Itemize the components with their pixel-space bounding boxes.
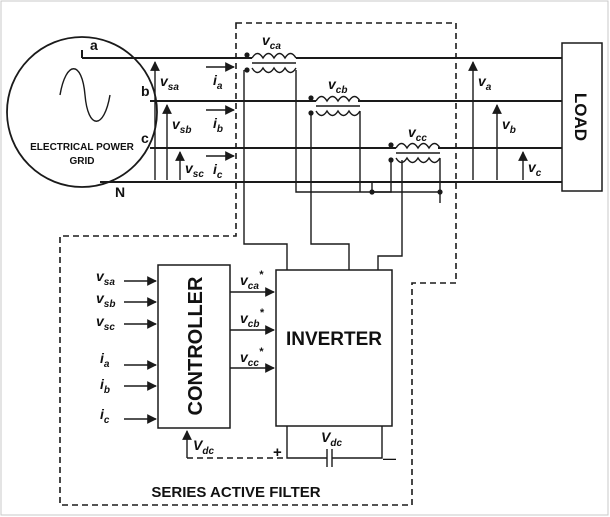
va-arrow: va bbox=[468, 61, 492, 180]
ic-arrow: ic bbox=[206, 151, 235, 181]
series-active-filter-label: SERIES ACTIVE FILTER bbox=[151, 484, 320, 501]
vc-label: vc bbox=[528, 159, 542, 179]
ctrl-input-ic: ic bbox=[100, 406, 110, 426]
vca-label: vca bbox=[262, 32, 281, 52]
vsa-label: vsa bbox=[160, 73, 179, 93]
vdc-label: Vdc bbox=[321, 429, 342, 449]
vsc-arrow: vsc bbox=[175, 151, 204, 180]
phase-c-label: c bbox=[141, 130, 149, 146]
controller-label: CONTROLLER bbox=[185, 276, 207, 415]
phase-a-label: a bbox=[90, 37, 98, 53]
ctrl-input-vsa: vsa bbox=[96, 268, 115, 288]
ctrl-output-vcb: vcb* bbox=[240, 307, 264, 330]
controller-outputs: vca* vcb* vcc* bbox=[230, 269, 275, 373]
transformer-a: vca bbox=[244, 32, 297, 74]
vsa-arrow: vsa bbox=[150, 61, 179, 180]
controller-inputs: vsa vsb vsc ia ib ic bbox=[96, 268, 157, 426]
vb-label: vb bbox=[502, 116, 516, 136]
ib-arrow: ib bbox=[206, 105, 235, 135]
ctrl-input-vsc: vsc bbox=[96, 313, 115, 333]
ib-label: ib bbox=[213, 115, 223, 135]
vsb-label: vsb bbox=[172, 116, 191, 136]
power-grid-source: ELECTRICAL POWER GRID bbox=[6, 36, 158, 188]
vcc-label: vcc bbox=[408, 124, 427, 144]
va-label: va bbox=[478, 73, 492, 93]
ctrl-input-vsb: vsb bbox=[96, 290, 115, 310]
load-box: LOAD bbox=[561, 42, 603, 192]
dc-plus-label: + bbox=[273, 444, 282, 461]
vdc-feedback: Vdc bbox=[182, 430, 287, 459]
ctrl-output-vca: vca* bbox=[240, 269, 264, 292]
filter-boundary bbox=[59, 22, 457, 506]
vcb-label: vcb bbox=[328, 76, 347, 96]
ic-label: ic bbox=[213, 161, 223, 181]
ctrl-input-ia: ia bbox=[100, 350, 110, 370]
vb-arrow: vb bbox=[492, 104, 516, 180]
vsb-arrow: vsb bbox=[162, 104, 191, 180]
vc-arrow: vc bbox=[518, 151, 542, 180]
controller-box: CONTROLLER bbox=[157, 264, 231, 429]
ia-label: ia bbox=[213, 72, 223, 92]
vsc-label: vsc bbox=[185, 160, 204, 180]
dc-link: + — Vdc bbox=[273, 426, 396, 467]
inverter-label: INVERTER bbox=[286, 329, 382, 350]
grid-label-line1: ELECTRICAL POWER bbox=[30, 142, 134, 153]
ctrl-input-ib: ib bbox=[100, 376, 110, 396]
transformer-c: vcc bbox=[388, 124, 441, 164]
phase-a-wire bbox=[81, 50, 588, 59]
inverter-box: INVERTER bbox=[275, 269, 393, 427]
ia-arrow: ia bbox=[206, 62, 235, 92]
sine-wave-icon bbox=[59, 68, 111, 122]
load-label: LOAD bbox=[571, 93, 590, 141]
neutral-label: N bbox=[115, 184, 125, 200]
dc-minus-label: — bbox=[383, 451, 396, 466]
ctrl-output-vcc: vcc* bbox=[240, 346, 264, 369]
phase-b-label: b bbox=[141, 83, 150, 99]
secondary-wiring bbox=[243, 70, 443, 270]
grid-label-line2: GRID bbox=[70, 156, 95, 167]
feedback-vdc-label: Vdc bbox=[193, 437, 214, 457]
transformer-b: vcb bbox=[308, 76, 361, 117]
